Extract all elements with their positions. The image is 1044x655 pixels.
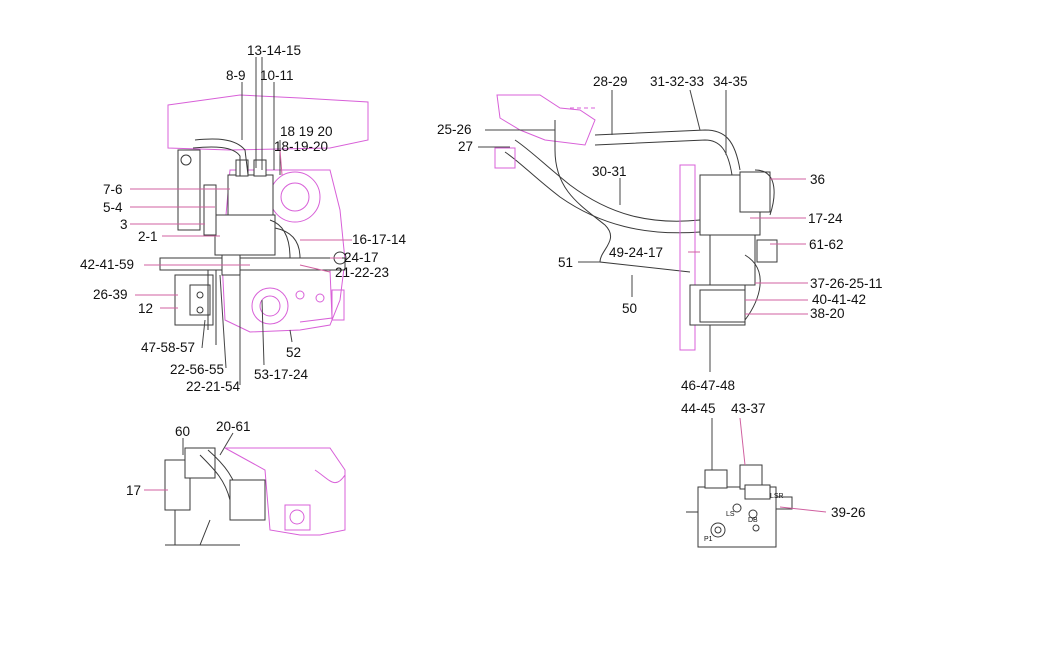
callout-37-26-25-11: 37-26-25-11 <box>810 276 883 291</box>
callout-50: 50 <box>622 301 637 316</box>
callout-40-41-42: 40-41-42 <box>812 292 866 307</box>
port-label-ls: LS <box>726 511 735 518</box>
callout-47-58-57: 47-58-57 <box>141 340 195 355</box>
valve-block-detail: P1 LS LSR DB <box>686 417 827 548</box>
callout-24-17-a: 24-17 <box>344 250 379 265</box>
callout-20-61: 20-61 <box>216 419 251 434</box>
right-assembly <box>478 89 808 372</box>
callout-10-11: 10-11 <box>260 68 294 83</box>
callout-44-45: 44-45 <box>681 401 716 416</box>
callout-26-39: 26-39 <box>93 287 128 302</box>
callout-17-24: 17-24 <box>808 211 843 226</box>
callout-52: 52 <box>286 345 301 360</box>
callout-22-56-55: 22-56-55 <box>170 362 224 377</box>
callout-12: 12 <box>138 301 153 316</box>
callout-27: 27 <box>458 139 473 154</box>
callout-22-21-54: 22-21-54 <box>186 379 241 394</box>
port-label-lsr: LSR <box>770 493 784 500</box>
callout-7-6: 7-6 <box>103 182 123 197</box>
callout-60: 60 <box>175 424 190 439</box>
port-label-p1: P1 <box>704 536 713 543</box>
callout-16-17-14: 16-17-14 <box>352 232 407 247</box>
callout-46-47-48: 46-47-48 <box>681 378 735 393</box>
callout-labels: 13-14-15 8-9 10-11 18 19 20 18-19-20 7-6… <box>80 43 883 520</box>
callout-5-4: 5-4 <box>103 200 123 215</box>
left-bottom-assembly <box>144 432 346 546</box>
left-top-assembly <box>130 57 369 385</box>
callout-28-29: 28-29 <box>593 74 628 89</box>
callout-3: 3 <box>120 217 128 232</box>
callout-13-14-15: 13-14-15 <box>247 43 301 58</box>
port-label-db: DB <box>748 517 758 524</box>
callout-30-31: 30-31 <box>592 164 627 179</box>
callout-42-41-59: 42-41-59 <box>80 257 134 272</box>
callout-8-9: 8-9 <box>226 68 246 83</box>
callout-36: 36 <box>810 172 825 187</box>
callout-21-22-23: 21-22-23 <box>335 265 389 280</box>
callout-34-35: 34-35 <box>713 74 748 89</box>
callout-38-20: 38-20 <box>810 306 845 321</box>
callout-2-1: 2-1 <box>138 229 158 244</box>
callout-61-62: 61-62 <box>809 237 844 252</box>
callout-18-19-20-b: 18-19-20 <box>274 139 328 154</box>
callout-18-19-20-a: 18 19 20 <box>280 124 333 139</box>
callout-53-17-24: 53-17-24 <box>254 367 309 382</box>
callout-43-37: 43-37 <box>731 401 766 416</box>
callout-51: 51 <box>558 255 573 270</box>
callout-25-26: 25-26 <box>437 122 472 137</box>
callout-17-bottom: 17 <box>126 483 141 498</box>
callout-39-26: 39-26 <box>831 505 866 520</box>
callout-31-32-33: 31-32-33 <box>650 74 704 89</box>
callout-49-24-17: 49-24-17 <box>609 245 663 260</box>
